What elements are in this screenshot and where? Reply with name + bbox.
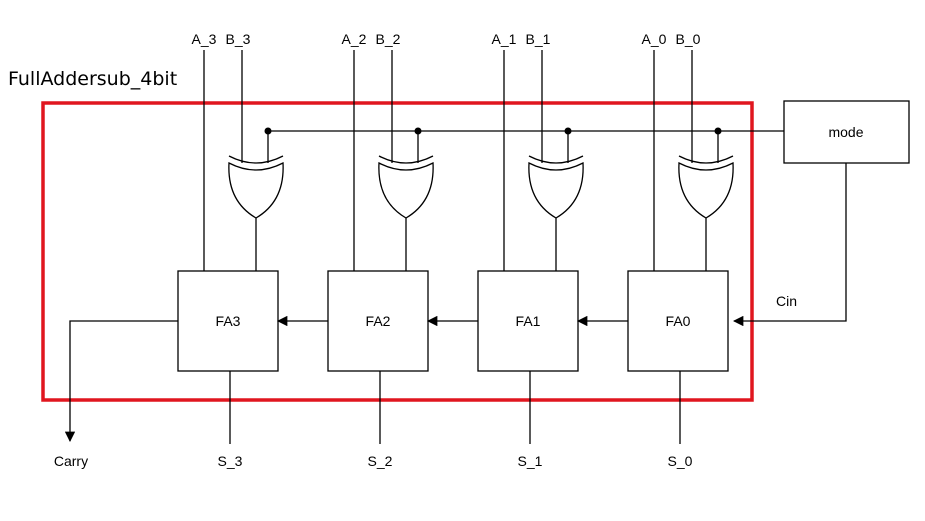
xor-gate-arc xyxy=(528,155,584,164)
xor-gate xyxy=(528,161,584,219)
a-input-label: A_3 xyxy=(192,31,217,47)
a-input-label: A_2 xyxy=(342,31,367,47)
a-input-label: A_1 xyxy=(492,31,517,47)
carry-wire xyxy=(64,320,178,443)
carry-label: Carry xyxy=(54,453,88,469)
sum-label: S_2 xyxy=(368,453,393,469)
sum-label: S_1 xyxy=(518,453,543,469)
sum-label: S_3 xyxy=(218,453,243,469)
module-frame xyxy=(41,101,754,402)
cin-label: Cin xyxy=(776,293,797,309)
b-input-label: B_3 xyxy=(226,31,251,47)
full-adder-label: FA2 xyxy=(366,313,391,329)
xor-gate xyxy=(378,161,434,219)
xor-gate-arc xyxy=(678,155,734,164)
full-adder-label: FA3 xyxy=(216,313,241,329)
cin-wire xyxy=(732,163,847,327)
b-input-label: B_1 xyxy=(526,31,551,47)
junction-dot xyxy=(264,127,272,135)
xor-gate-arc xyxy=(228,155,284,164)
b-input-label: B_2 xyxy=(376,31,401,47)
a-input-label: A_0 xyxy=(642,31,667,47)
junction-dot xyxy=(414,127,422,135)
b-input-label: B_0 xyxy=(676,31,701,47)
junction-dot xyxy=(564,127,572,135)
mode-label: mode xyxy=(828,124,863,140)
junction-dot xyxy=(714,127,722,135)
xor-gate xyxy=(678,161,734,219)
xor-gate-arc xyxy=(378,155,434,164)
full-adder-label: FA1 xyxy=(516,313,541,329)
sum-label: S_0 xyxy=(668,453,693,469)
full-adder-block xyxy=(177,270,279,372)
xor-gate xyxy=(228,161,284,219)
full-adder-block xyxy=(477,270,579,372)
diagram-title: FullAddersub_4bit xyxy=(8,68,177,90)
full-adder-label: FA0 xyxy=(666,313,691,329)
